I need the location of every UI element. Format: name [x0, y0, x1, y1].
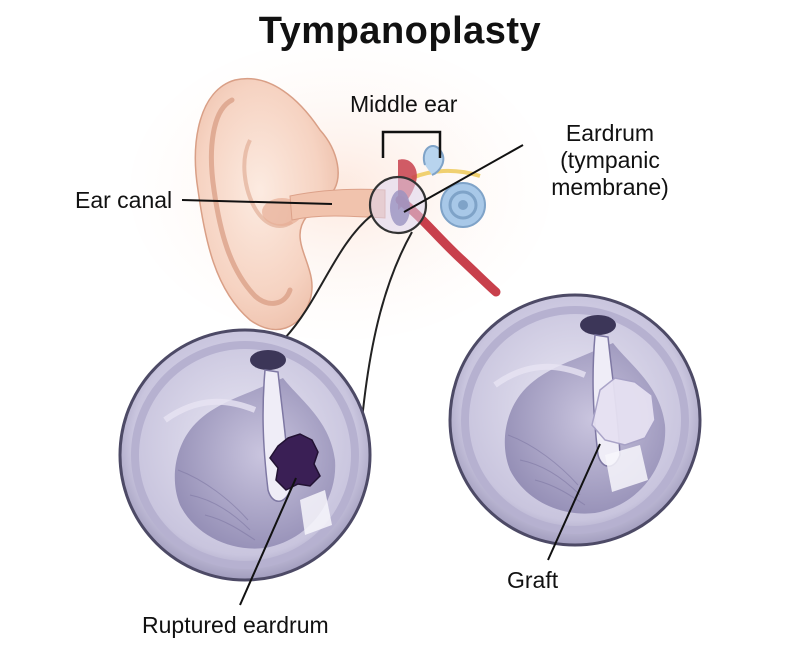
middle-ear-bracket — [381, 130, 442, 158]
graft-leader — [547, 443, 601, 561]
magnifier-connector-right — [361, 231, 413, 421]
eardrum-perforation — [269, 433, 321, 491]
magnifier-connector-left — [284, 214, 373, 339]
eardrum-leader — [403, 144, 524, 213]
eardrum-label-line3: membrane) — [551, 174, 669, 200]
page-title: Tympanoplasty — [258, 10, 542, 52]
ruptured-eardrum-leader — [239, 477, 297, 606]
ear-canal-leader — [181, 199, 333, 205]
ruptured-eardrum-label: Ruptured eardrum — [142, 612, 329, 638]
ear-canal-label: Ear canal — [75, 187, 173, 213]
graft-patch — [591, 377, 656, 446]
middle-ear-label: Middle ear — [350, 91, 458, 117]
outer-ear — [194, 77, 339, 331]
ruptured-eardrum-disc — [118, 328, 372, 582]
eardrum-label-line1: Eardrum — [565, 120, 655, 146]
graft-disc — [448, 293, 702, 547]
graft-label: Graft — [507, 567, 559, 593]
eardrum-label: Eardrum (tympanic membrane) — [540, 120, 680, 201]
eardrum-label-line2: (tympanic — [560, 147, 660, 173]
